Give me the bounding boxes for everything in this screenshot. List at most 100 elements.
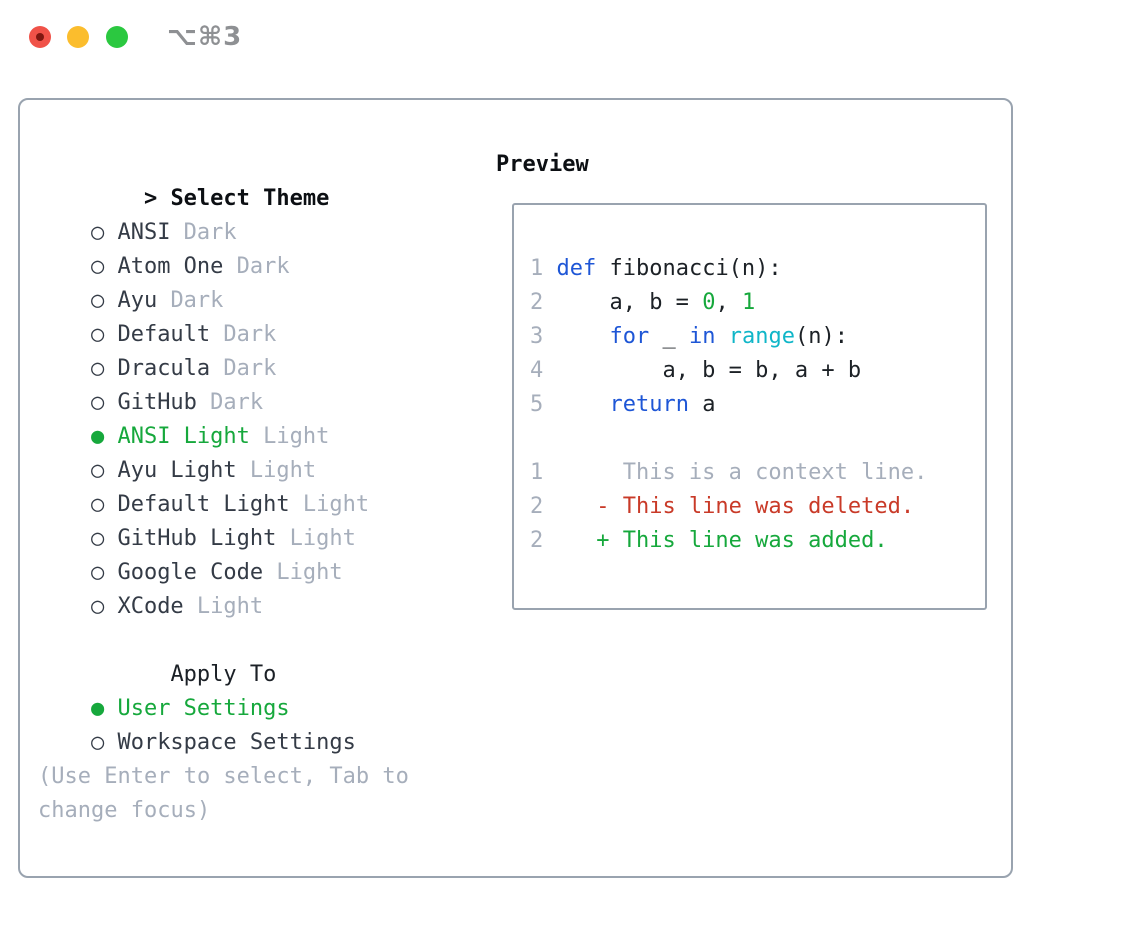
- radio-icon: ○: [90, 254, 105, 279]
- option-label: Dracula: [117, 356, 211, 381]
- option-label: Default: [117, 322, 211, 347]
- line-number: 3: [530, 324, 544, 349]
- option-label: GitHub: [117, 390, 197, 415]
- code-token: - This line was deleted.: [543, 494, 915, 519]
- line-number: 4: [530, 358, 544, 383]
- radio-icon: ○: [90, 322, 105, 347]
- option-variant-tag: Dark: [223, 322, 277, 347]
- option-label: Google Code: [117, 560, 264, 585]
- option-variant-tag: Dark: [210, 390, 264, 415]
- code-token: _: [649, 324, 689, 349]
- code-token: [543, 256, 556, 281]
- radio-icon: ○: [90, 492, 105, 517]
- option-label: XCode: [117, 594, 184, 619]
- code-token: ,: [715, 290, 742, 315]
- option-variant-tag: Light: [276, 560, 343, 585]
- option-label: Workspace Settings: [117, 730, 356, 755]
- code-token: a, b = b, a + b: [543, 358, 862, 383]
- apply-to-title: Apply To: [170, 662, 277, 687]
- prompt-icon: >: [143, 186, 158, 211]
- titlebar: ⌥⌘3: [0, 0, 1140, 74]
- option-label: GitHub Light: [117, 526, 277, 551]
- option-variant-tag: Light: [289, 526, 356, 551]
- preview-title: Preview: [496, 152, 589, 177]
- radio-icon: ○: [90, 288, 105, 313]
- code-token: 0: [702, 290, 716, 315]
- option-variant-tag: Light: [263, 424, 330, 449]
- window-title-shortcut: ⌥⌘3: [167, 22, 243, 52]
- theme-option[interactable]: ○ Default Dark: [38, 284, 409, 347]
- close-button[interactable]: [29, 26, 51, 48]
- code-token: range: [728, 324, 795, 349]
- radio-icon: ●: [90, 696, 105, 721]
- apply-option[interactable]: ○ Workspace Settings: [38, 692, 409, 755]
- option-variant-tag: Light: [249, 458, 317, 483]
- code-token: in: [688, 324, 716, 349]
- theme-option[interactable]: ○ GitHub Light Light: [38, 488, 409, 551]
- code-line: 2 - This line was deleted.: [530, 490, 985, 524]
- line-number: 2: [530, 528, 544, 553]
- theme-option[interactable]: ○ Ayu Light Light: [38, 420, 409, 483]
- line-number: 1: [530, 256, 544, 281]
- option-label: Default Light: [117, 492, 290, 517]
- code-token: 1: [741, 290, 756, 315]
- radio-icon: ○: [90, 220, 105, 245]
- code-line: 5 return a: [530, 388, 985, 422]
- option-label: Atom One: [117, 254, 224, 279]
- apply-to-header: Apply To: [38, 624, 409, 687]
- radio-icon: ○: [90, 458, 105, 483]
- radio-icon: ●: [90, 424, 105, 449]
- theme-option[interactable]: ○ Atom One Dark: [38, 216, 409, 279]
- keyboard-hint: (Use Enter to select, Tab to change focu…: [38, 764, 409, 823]
- code-token: [543, 324, 609, 349]
- option-label: ANSI: [117, 220, 171, 245]
- theme-option[interactable]: ● ANSI Light Light: [38, 386, 409, 449]
- line-number: 2: [530, 494, 544, 519]
- line-number: 5: [530, 392, 544, 417]
- theme-option[interactable]: ○ Google Code Light: [38, 522, 409, 585]
- radio-icon: ○: [90, 560, 105, 585]
- code-token: a, b =: [543, 290, 703, 315]
- code-token: for: [609, 324, 650, 349]
- code-token: [715, 324, 728, 349]
- code-line: 1 This is a context line.: [530, 456, 985, 490]
- option-label: Ayu: [117, 288, 158, 313]
- radio-icon: ○: [90, 730, 105, 755]
- code-token: [543, 392, 609, 417]
- code-line: 3 for _ in range(n):: [530, 320, 985, 354]
- option-variant-tag: Dark: [236, 254, 290, 279]
- code-token: fibonacci(n):: [596, 256, 782, 281]
- theme-option[interactable]: ○ XCode Light: [38, 556, 409, 619]
- line-number: 1: [530, 460, 544, 485]
- option-variant-tag: Dark: [170, 288, 224, 313]
- line-number: 2: [530, 290, 544, 315]
- apply-option[interactable]: ● User Settings: [38, 658, 409, 721]
- code-token: + This line was added.: [543, 528, 888, 553]
- radio-icon: ○: [90, 526, 105, 551]
- theme-option[interactable]: ○ Ayu Dark: [38, 250, 409, 313]
- option-variant-tag: Dark: [223, 356, 277, 381]
- unsaved-dot-icon: [36, 33, 44, 41]
- code-line: 1 def fibonacci(n):: [530, 252, 985, 286]
- code-line: 4 a, b = b, a + b: [530, 354, 985, 388]
- minimize-button[interactable]: [67, 26, 89, 48]
- theme-option[interactable]: ○ Dracula Dark: [38, 318, 409, 381]
- option-label: User Settings: [117, 696, 290, 721]
- radio-icon: ○: [90, 594, 105, 619]
- option-label: Ayu Light: [117, 458, 237, 483]
- code-token: (n):: [794, 324, 848, 349]
- code-line: 2 + This line was added.: [530, 524, 985, 558]
- theme-option[interactable]: ○ Default Light Light: [38, 454, 409, 517]
- select-theme-header: > Select Theme: [38, 148, 409, 211]
- list-title: Select Theme: [170, 186, 330, 211]
- zoom-button[interactable]: [106, 26, 128, 48]
- option-label: ANSI Light: [117, 424, 250, 449]
- code-token: def: [556, 256, 597, 281]
- code-token: a: [688, 392, 716, 417]
